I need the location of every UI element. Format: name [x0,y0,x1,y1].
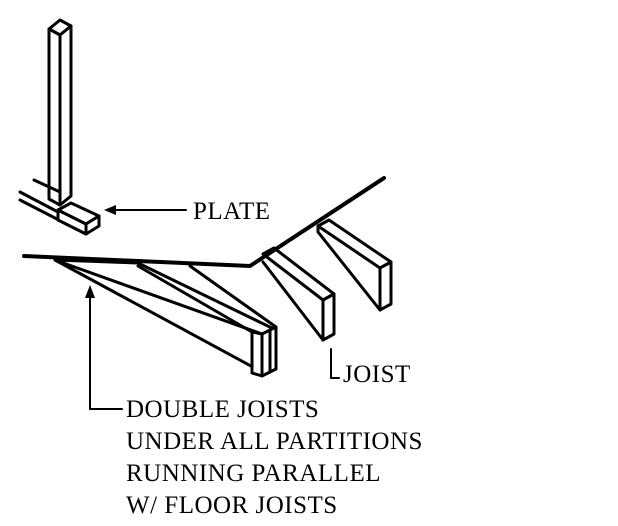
subfloor-edge [22,176,386,268]
double-joists-leader-arrow [85,285,123,410]
double-joists [53,258,278,378]
joist-leader [330,348,340,379]
sole-plate [18,178,101,236]
joist-middle [261,246,336,342]
double-joists-note-line3: RUNNING PARALLEL [126,460,381,487]
double-joists-note-line2: UNDER ALL PARTITIONS [126,428,423,455]
double-joists-note-line4: W/ FLOOR JOISTS [126,492,338,519]
stud [47,18,73,207]
joist-rear [316,218,393,312]
plate-label: PLATE [193,198,271,225]
double-joists-note-line1: DOUBLE JOISTS [126,396,319,423]
plate-leader-arrow [104,205,187,215]
joist-label: JOIST [343,361,411,388]
